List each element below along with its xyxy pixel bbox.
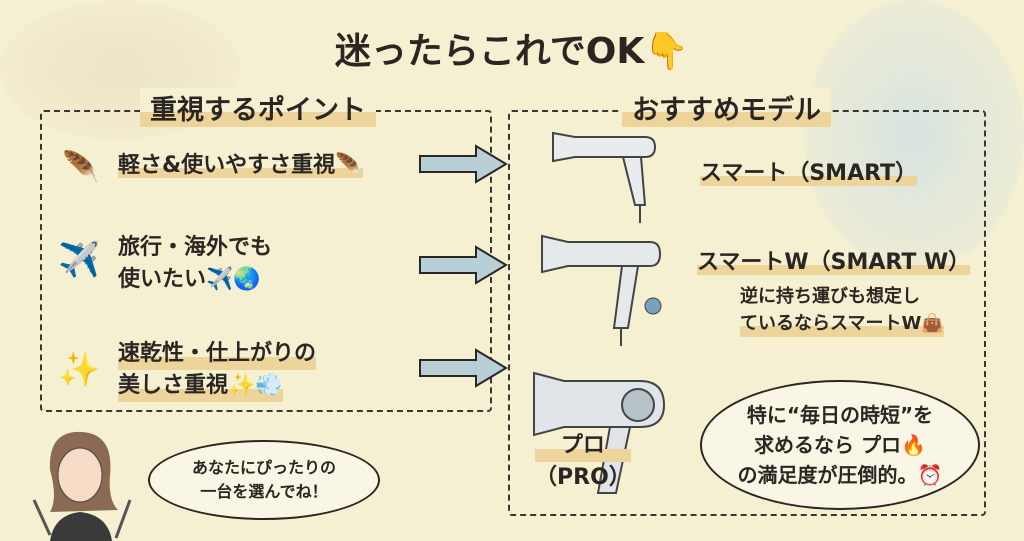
sparkles-icon: ✨ — [58, 350, 101, 390]
page-title: 迷ったらこれでOK👇 — [334, 31, 690, 72]
model-name: スマート（SMART） — [700, 161, 918, 186]
bubble-text: 求めるなら プロ🔥 — [754, 433, 926, 457]
bubble-text: の満足度が圧倒的。⏰ — [737, 463, 943, 487]
background-wash — [804, 0, 1024, 270]
bubble-text: 一台を選んでね！ — [200, 482, 328, 501]
pro-speech-bubble: 特に“毎日の時短”を 求めるなら プロ🔥 の満足度が圧倒的。⏰ — [700, 380, 980, 510]
stylist-illustration — [32, 431, 132, 541]
bubble-text: あなたにぴったりの — [191, 458, 336, 477]
bubble-text: 特に“毎日の時短”を — [746, 403, 934, 427]
point-text: 美しさ重視✨💨 — [118, 370, 283, 402]
model-name: スマートW（SMART W） — [697, 250, 971, 275]
point-quickdry: 速乾性・仕上がりの 美しさ重視✨💨 — [118, 338, 317, 402]
point-text: 使いたい✈️🌏 — [118, 267, 261, 292]
note-text: ているならスマートW👜 — [740, 310, 944, 337]
point-text: 速乾性・仕上がりの — [118, 338, 317, 370]
models-header: おすすめモデル — [622, 88, 831, 127]
point-text: 軽さ&使いやすさ重視🪶 — [118, 153, 363, 178]
dryer-pro-illustration — [533, 371, 666, 494]
point-travel: 旅行・海外でも 使いたい✈️🌏 — [118, 232, 272, 296]
point-text: 旅行・海外でも — [118, 235, 273, 260]
model-name: （PRO） — [535, 465, 631, 490]
model-smart-w-note: 逆に持ち運びも想定し ているならスマートW👜 — [740, 283, 944, 337]
dryer-smart-w-illustration — [541, 234, 662, 346]
model-name: プロ — [535, 430, 631, 462]
points-header: 重視するポイント — [140, 88, 376, 127]
feather-icon: 🪶 — [62, 150, 100, 185]
arrow-right-icon — [419, 348, 508, 388]
arrow-right-icon — [419, 245, 508, 285]
airplane-icon: ✈️ — [58, 240, 101, 280]
dryer-smart-illustration — [552, 131, 657, 223]
model-smart-w-name: スマートW（SMART W） — [697, 244, 971, 276]
stylist-speech-bubble: あなたにぴったりの 一台を選んでね！ — [148, 440, 380, 520]
note-text: 逆に持ち運びも想定し — [740, 286, 920, 307]
model-smart-name: スマート（SMART） — [700, 155, 918, 187]
arrow-right-icon — [419, 144, 508, 184]
point-lightness: 軽さ&使いやすさ重視🪶 — [118, 150, 363, 182]
model-pro-name: プロ （PRO） — [535, 430, 631, 494]
